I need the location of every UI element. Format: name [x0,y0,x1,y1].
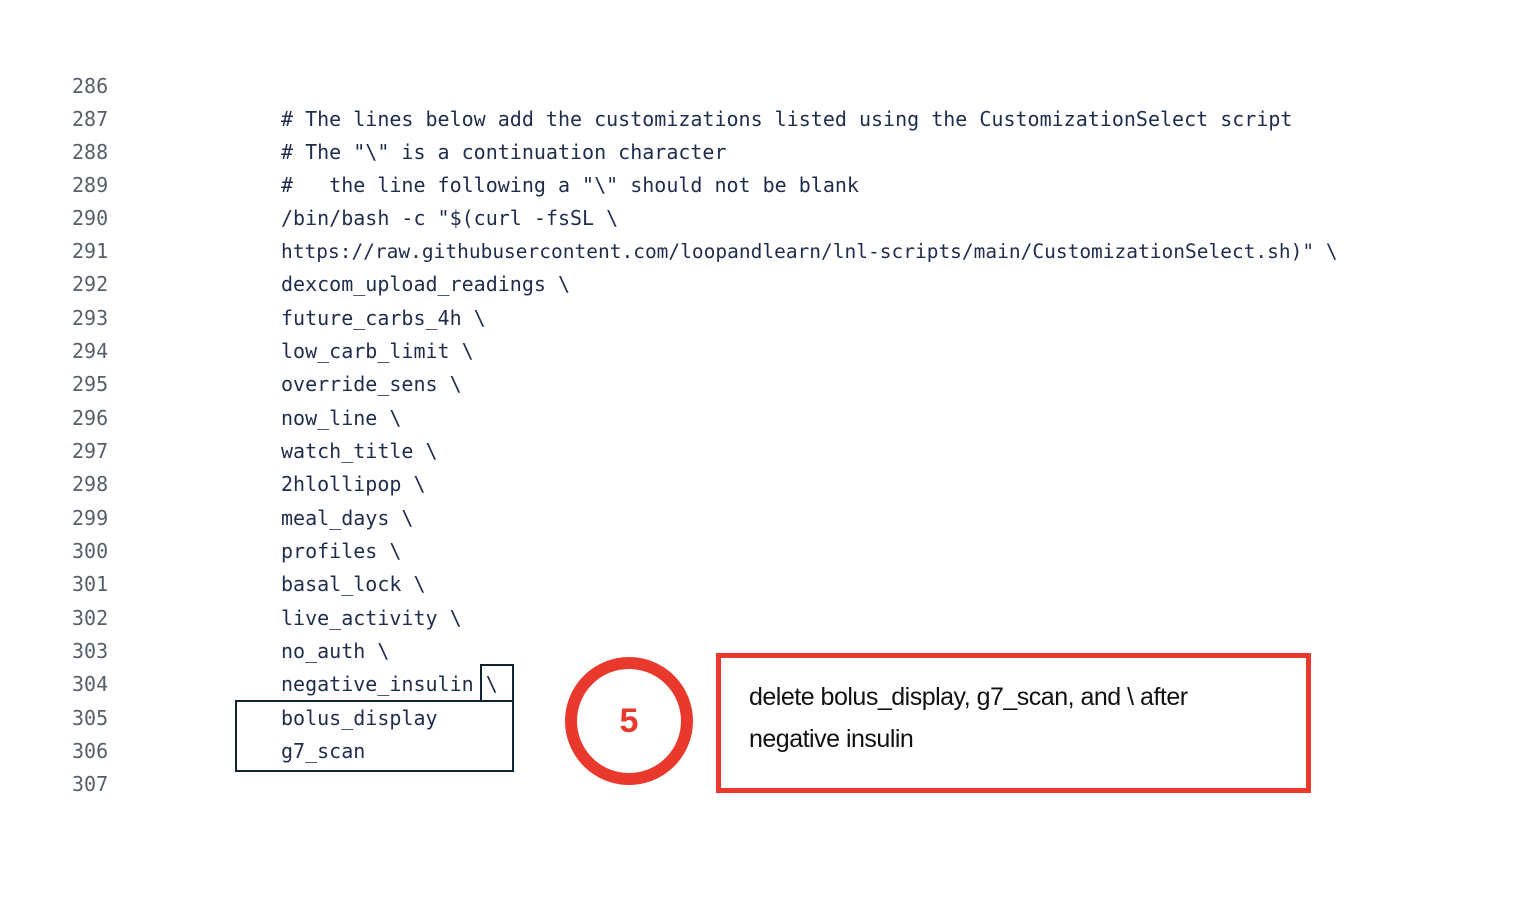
line-code: # The lines below add the customizations… [281,107,1293,131]
step-number: 5 [619,701,639,740]
line-code: live_activity \ [281,606,462,630]
code-line: 288 # The "\" is a continuation characte… [0,136,1528,169]
line-code: watch_title \ [281,439,438,463]
code-line: 296 now_line \ [0,402,1528,435]
line-code: meal_days \ [281,506,414,530]
code-line: 286 [0,70,1528,103]
line-number[interactable]: 292 [72,272,109,296]
code-line: 305 bolus_display [0,702,1528,735]
line-code: basal_lock \ [281,572,426,596]
code-line: 304 negative_insulin \ [0,668,1528,701]
line-number[interactable]: 293 [72,306,109,330]
code-line: 290 /bin/bash -c "$(curl -fsSL \ [0,202,1528,235]
line-number[interactable]: 299 [72,506,109,530]
line-code: now_line \ [281,406,402,430]
line-number[interactable]: 298 [72,472,109,496]
line-number[interactable]: 304 [72,672,109,696]
line-number[interactable]: 302 [72,606,109,630]
code-viewer: 286 287 # The lines below add the custom… [0,70,1528,801]
code-line: 302 live_activity \ [0,602,1528,635]
line-code: future_carbs_4h \ [281,306,486,330]
code-line: 298 2hlollipop \ [0,468,1528,501]
line-code: dexcom_upload_readings \ [281,272,570,296]
backslash-highlight-box [480,664,514,702]
line-number[interactable]: 287 [72,107,109,131]
line-number[interactable]: 300 [72,539,109,563]
line-code: /bin/bash -c "$(curl -fsSL \ [281,206,619,230]
line-code: # the line following a "\" should not be… [281,173,859,197]
instruction-text: delete bolus_display, g7_scan, and \ aft… [749,683,1188,753]
line-number[interactable]: 286 [72,74,109,98]
line-code: https://raw.githubusercontent.com/loopan… [281,240,1338,263]
line-number[interactable]: 289 [72,173,109,197]
code-line: 303 no_auth \ [0,635,1528,668]
code-line: 307 [0,768,1528,801]
line-code: no_auth \ [281,639,390,663]
line-number[interactable]: 291 [72,239,109,263]
line-number[interactable]: 301 [72,572,109,596]
line-number[interactable]: 306 [72,739,109,763]
code-line: 287 # The lines below add the customizat… [0,103,1528,136]
instruction-callout: delete bolus_display, g7_scan, and \ aft… [716,653,1311,793]
code-line: 289 # the line following a "\" should no… [0,169,1528,202]
line-code: low_carb_limit \ [281,339,474,363]
code-line: 300 profiles \ [0,535,1528,568]
line-number[interactable]: 294 [72,339,109,363]
line-code: # The "\" is a continuation character [281,140,727,164]
line-number[interactable]: 303 [72,639,109,663]
line-number[interactable]: 307 [72,772,109,796]
line-number[interactable]: 295 [72,372,109,396]
line-code: profiles \ [281,539,402,563]
step-number-badge: 5 [565,657,693,785]
code-line: 292 dexcom_upload_readings \ [0,268,1528,301]
line-code: g7_scan [281,739,366,763]
code-line: 294 low_carb_limit \ [0,335,1528,368]
line-number[interactable]: 288 [72,140,109,164]
line-code: bolus_display [281,706,438,730]
code-line: 295 override_sens \ [0,368,1528,401]
line-number[interactable]: 305 [72,706,109,730]
lines-to-delete-highlight-box [235,700,514,772]
line-code: override_sens \ [281,372,462,396]
code-line: 291 https://raw.githubusercontent.com/lo… [0,235,1528,268]
code-line: 297 watch_title \ [0,435,1528,468]
code-line: 301 basal_lock \ [0,568,1528,601]
code-line: 293 future_carbs_4h \ [0,302,1528,335]
line-number[interactable]: 297 [72,439,109,463]
line-number[interactable]: 296 [72,406,109,430]
code-line: 306 g7_scan [0,735,1528,768]
line-number[interactable]: 290 [72,206,109,230]
code-line: 299 meal_days \ [0,502,1528,535]
line-code: negative_insulin \ [281,672,498,696]
line-code: 2hlollipop \ [281,472,426,496]
